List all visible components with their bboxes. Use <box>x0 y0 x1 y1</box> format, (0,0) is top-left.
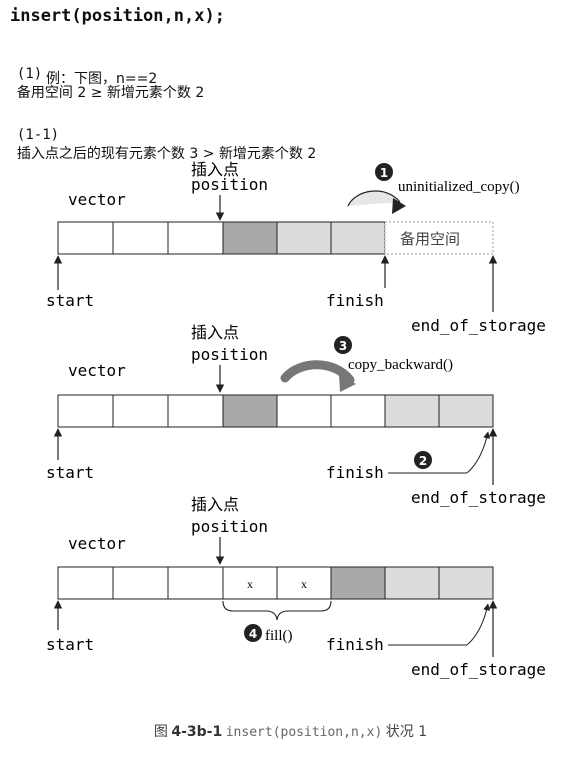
figure-code: insert(position,n,x) <box>225 725 383 740</box>
cell <box>57 394 114 428</box>
cell-dark <box>222 394 278 428</box>
cell <box>57 221 114 255</box>
step-2-number: 2 <box>419 454 427 468</box>
condition-1-1: (1-1) 插入点之后的现有元素个数 3 > 新增元素个数 2 <box>8 111 316 163</box>
cell <box>167 394 224 428</box>
cell <box>112 566 169 600</box>
end-of-storage-label: end_of_storage <box>411 660 546 679</box>
vector-insert-diagram: 插入点 position vector 1 uninitialized_copy… <box>46 160 546 679</box>
spare-space-label: 备用空间 <box>400 230 460 248</box>
copy-curved-arrow <box>347 190 401 207</box>
step-3-number: 3 <box>339 339 347 353</box>
panel-1: 插入点 position vector 1 uninitialized_copy… <box>46 160 546 335</box>
condition-1-1-text: 插入点之后的现有元素个数 3 > 新增元素个数 2 <box>16 146 317 162</box>
page-title: insert(position,n,x); <box>10 6 225 26</box>
cell-x <box>222 566 278 600</box>
cell <box>167 221 224 255</box>
cell-light <box>384 566 440 600</box>
step-4-label: fill() <box>265 628 293 644</box>
cell <box>167 566 224 600</box>
cell <box>276 394 332 428</box>
step-3-badge <box>334 336 352 354</box>
step-2-badge <box>414 451 432 469</box>
step-4-badge <box>244 624 262 642</box>
position-label: position <box>191 175 268 194</box>
condition-1: (1) 备用空间 2 ≥ 新增元素个数 2 <box>8 50 204 102</box>
finish-label: finish <box>326 291 384 310</box>
finish-label: finish <box>326 463 384 482</box>
fill-brace <box>222 600 332 621</box>
step-4-number: 4 <box>249 627 257 641</box>
position-label: position <box>191 517 268 536</box>
figure-number: 4-3b-1 <box>171 724 223 740</box>
figure-description: 状况 1 <box>385 724 428 740</box>
step-1-number: 1 <box>380 166 388 180</box>
start-label: start <box>46 635 94 654</box>
end-of-storage-label: end_of_storage <box>411 316 546 335</box>
cell <box>57 566 114 600</box>
spare-space-box <box>384 221 494 255</box>
vector-label: vector <box>68 361 126 380</box>
insert-point-label: 插入点 <box>191 323 239 342</box>
x-value: x <box>301 577 307 591</box>
step-1-badge <box>375 163 393 181</box>
cell-x <box>276 566 332 600</box>
x-value: x <box>247 577 253 591</box>
start-label: start <box>46 291 94 310</box>
copy-backward-arrow-head <box>339 374 356 392</box>
position-label: position <box>191 345 268 364</box>
figure-caption: 图 4-3b-1 insert(position,n,x) 状况 1 <box>0 721 581 741</box>
cell-light <box>330 221 386 255</box>
example-note: 例：下图，n==2 <box>46 71 158 87</box>
step-3-label: copy_backward() <box>348 357 453 373</box>
step-1-label: uninitialized_copy() <box>398 179 520 195</box>
finish-arrow <box>466 603 491 646</box>
cell-light <box>276 221 332 255</box>
cell <box>330 394 386 428</box>
start-label: start <box>46 463 94 482</box>
panel-2: 插入点 position vector 3 copy_backward() st… <box>46 323 546 507</box>
cell-light <box>384 394 440 428</box>
cell <box>112 394 169 428</box>
cell-light <box>438 566 494 600</box>
figure-label: 图 <box>153 724 168 740</box>
insert-point-label: 插入点 <box>191 495 239 514</box>
condition-1-number: (1) <box>16 66 43 82</box>
condition-1-text: 备用空间 2 ≥ 新增元素个数 2 <box>16 85 205 101</box>
condition-1-1-number: (1-1) <box>16 127 60 143</box>
finish-arrow <box>466 431 491 474</box>
panel-3: 插入点 position vector x x 4 fill() start f… <box>46 495 546 679</box>
end-of-storage-label: end_of_storage <box>411 488 546 507</box>
cell-dark <box>330 566 386 600</box>
vector-label: vector <box>68 190 126 209</box>
copy-arrow-head <box>392 198 406 214</box>
cell-dark <box>222 221 278 255</box>
insert-point-label: 插入点 <box>191 160 239 179</box>
vector-label: vector <box>68 534 126 553</box>
copy-backward-curved-arrow <box>280 360 355 385</box>
finish-label: finish <box>326 635 384 654</box>
cell-light <box>438 394 494 428</box>
cell <box>112 221 169 255</box>
